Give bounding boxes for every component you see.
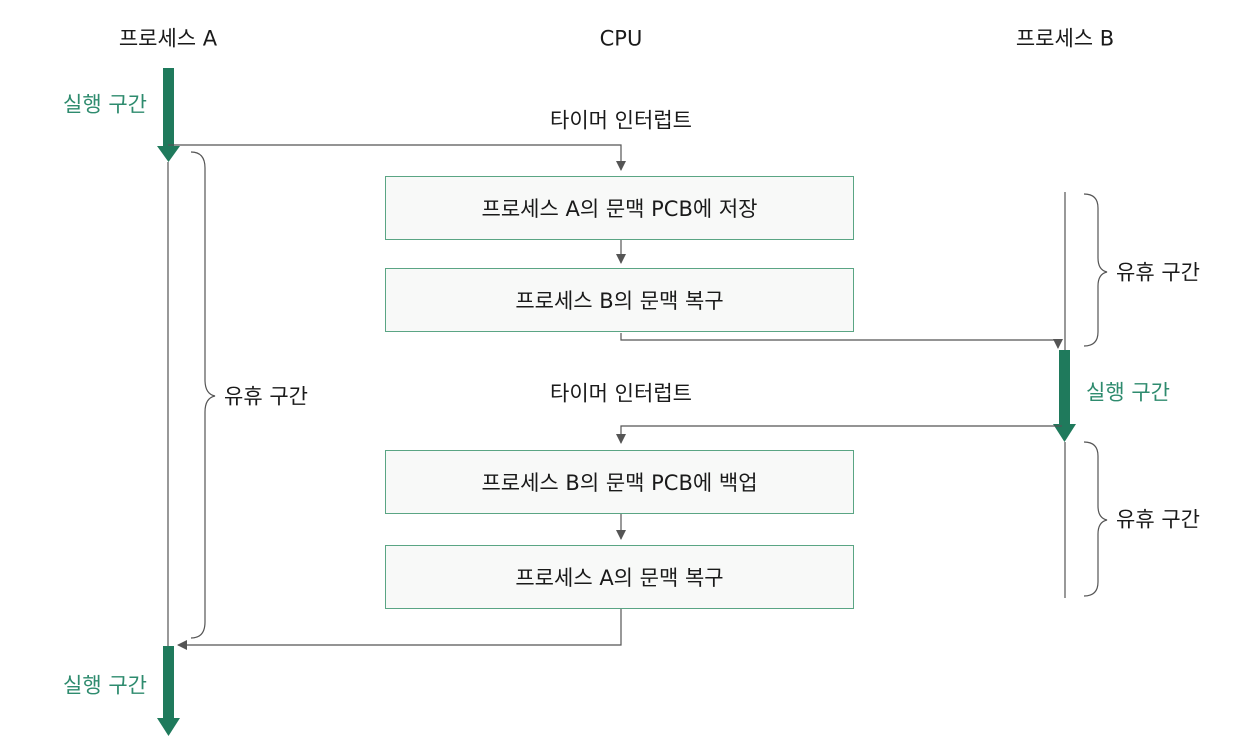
arrow-interrupt-1 bbox=[168, 144, 626, 171]
header-process-a: 프로세스 A bbox=[118, 26, 218, 51]
box-restore-context-a: 프로세스 A의 문맥 복구 bbox=[385, 545, 854, 609]
arrow-interrupt-2 bbox=[616, 425, 1062, 444]
idle-label-a: 유휴 구간 bbox=[224, 384, 308, 409]
run-label-a-top: 실행 구간 bbox=[63, 92, 147, 117]
box-restore-context-b: 프로세스 B의 문맥 복구 bbox=[385, 268, 854, 332]
idle-label-b-top: 유휴 구간 bbox=[1116, 260, 1200, 285]
run-arrow-b bbox=[1053, 350, 1076, 442]
header-cpu: CPU bbox=[599, 26, 643, 51]
idle-label-b-bottom: 유휴 구간 bbox=[1116, 507, 1200, 532]
arrow-to-process-b bbox=[620, 333, 1063, 349]
brace-idle-b-bottom bbox=[1083, 441, 1108, 597]
run-label-a-bottom: 실행 구간 bbox=[63, 673, 147, 698]
timer-interrupt-label-1: 타이머 인터럽트 bbox=[550, 108, 692, 133]
arrow-to-process-a bbox=[177, 609, 622, 650]
box-save-context-a: 프로세스 A의 문맥 PCB에 저장 bbox=[385, 176, 854, 240]
brace-idle-b-top bbox=[1083, 193, 1108, 347]
box-backup-context-b: 프로세스 B의 문맥 PCB에 백업 bbox=[385, 450, 854, 514]
run-label-b: 실행 구간 bbox=[1086, 380, 1170, 405]
brace-idle-a bbox=[190, 151, 216, 639]
header-process-b: 프로세스 B bbox=[1015, 26, 1115, 51]
timer-interrupt-label-2: 타이머 인터럽트 bbox=[550, 381, 692, 406]
run-arrow-a-bottom bbox=[157, 646, 180, 736]
run-arrow-a-top bbox=[157, 68, 180, 162]
